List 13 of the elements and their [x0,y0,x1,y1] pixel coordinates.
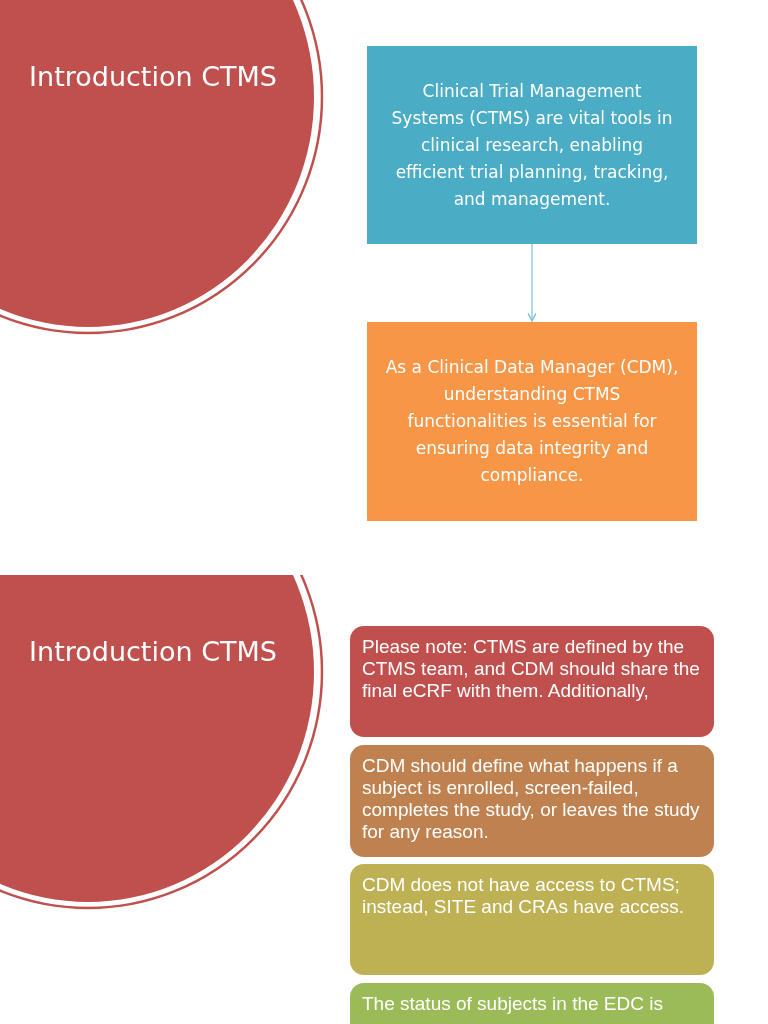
box-text: CDM does not have access to CTMS; instead, SITE and CRAs have access. [362,874,686,918]
slide-title: Introduction CTMS [28,635,278,669]
box-text: As a Clinical Data Manager (CDM), understanding CTMS functionalities is essential for ensuring data integrity and compliance. [385,356,679,487]
box-text: CDM should define what happens if a subject is enrolled, screen-failed, completes the study, or leaves the study for any reason. [362,755,701,843]
text-box [367,322,697,521]
note-box [350,864,714,975]
note-box [350,626,714,737]
box-text: Clinical Trial Management Systems (CTMS) are vital tools in clinical research, enabling efficient trial planning, tracking, and management. [390,79,674,211]
note-box [350,745,714,857]
slide-title: Introduction CTMS [28,60,278,94]
box-text: The status of subjects in the EDC is [362,993,664,1015]
box-text: Please note: CTMS are defined by the CTMS team, and CDM should share the final eCRF with them. Additionally, [362,636,701,702]
text-box [367,46,697,244]
